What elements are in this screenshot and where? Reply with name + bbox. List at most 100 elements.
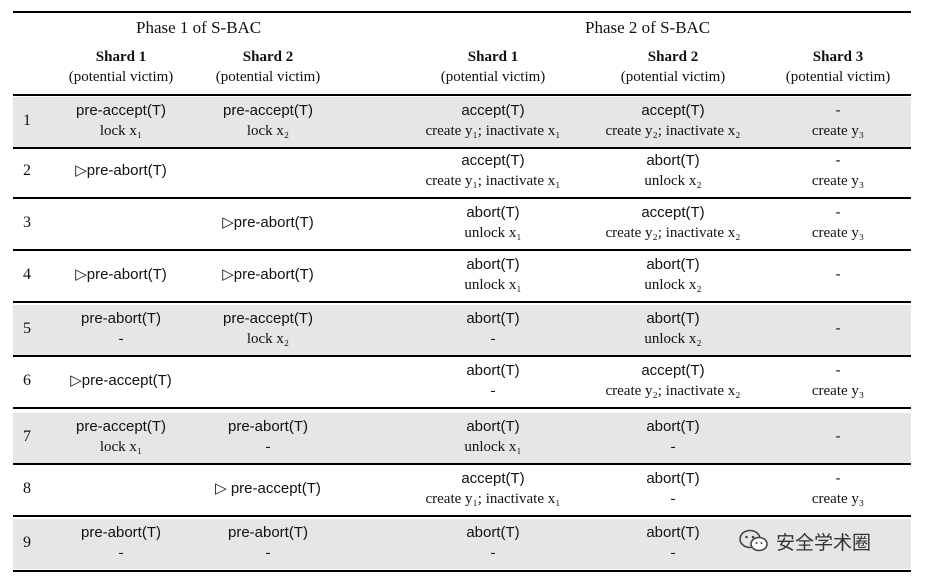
table-top-rule — [13, 11, 911, 13]
table-cell: pre-accept(T)lock x₁ — [51, 101, 191, 141]
cell-action: abort(T) — [466, 524, 520, 541]
cell-action: - — [835, 362, 841, 379]
table-row: 6 ▷pre-accept(T) abort(T) - accept(T)create … — [13, 357, 911, 407]
row-rule — [13, 570, 911, 572]
row-number: 6 — [23, 372, 31, 389]
column-header-5: Shard 3 (potential victim) — [773, 47, 903, 87]
cell-effect: unlock x₂ — [644, 173, 702, 189]
column-header-sub: (potential victim) — [68, 69, 174, 85]
cell-action: abort(T) — [466, 310, 520, 327]
table-cell: pre-abort(T)- — [51, 523, 191, 563]
table-cell: pre-accept(T) lock x₂ — [198, 101, 338, 141]
row-number: 5 — [23, 320, 31, 337]
table-cell: accept(T) create y₁; inactivate x₁ — [393, 469, 593, 509]
table-cell: - create y₃ — [773, 101, 903, 141]
cell-effect: - — [118, 331, 124, 347]
cell-effect: unlock x₂ — [644, 331, 702, 347]
wechat-icon — [739, 529, 768, 552]
table-row: 5 pre-abort(T)-pre-accept(T)lock x₂ abort(… — [13, 305, 911, 355]
column-header-name: Shard 1 — [467, 49, 519, 65]
cell-action: ▷pre-abort(T) — [75, 266, 167, 283]
row-number: 9 — [23, 534, 31, 551]
cell-effect: - — [490, 545, 496, 561]
table-cell: abort(T)- — [583, 417, 763, 457]
header-rule — [13, 94, 911, 96]
cell-action: abort(T) — [646, 152, 700, 169]
row-number: 1 — [23, 112, 31, 129]
table-cell: accept(T)create y₂; inactivate x₂ — [583, 361, 763, 401]
row-rule — [13, 407, 911, 409]
column-header-2: Shard 2(potential victim) — [198, 47, 338, 87]
table-cell: - — [773, 265, 903, 285]
cell-effect: create y₁; inactivate x₁ — [425, 491, 561, 507]
cell-action: accept(T) — [461, 152, 525, 169]
cell-action: abort(T) — [646, 524, 700, 541]
row-rule — [13, 249, 911, 251]
row-rule — [13, 147, 911, 149]
table-cell: -create y₃ — [773, 469, 903, 509]
table-cell: abort(T)unlock x₁ — [393, 203, 593, 243]
table-cell: pre-abort(T)- — [198, 523, 338, 563]
column-header-sub: (potential victim) — [785, 69, 891, 85]
row-rule — [13, 197, 911, 199]
row-number: 2 — [23, 162, 31, 179]
cell-effect: unlock x₂ — [644, 277, 702, 293]
cell-effect: create y₃ — [811, 123, 865, 139]
cell-effect: lock x₁ — [99, 123, 143, 139]
column-header-name: Shard 3 — [812, 49, 864, 65]
row-number: 8 — [23, 480, 31, 497]
row-number: 4 — [23, 266, 31, 283]
cell-action: - — [835, 204, 841, 221]
cell-action: pre-abort(T) — [227, 418, 309, 435]
table-cell: ▷pre-accept(T) — [51, 371, 191, 391]
table-cell: pre-accept(T)lock x₂ — [198, 309, 338, 349]
table-cell: abort(T)unlock x₁ — [393, 255, 593, 295]
cell-action: pre-accept(T) — [222, 102, 314, 119]
cell-action: abort(T) — [466, 256, 520, 273]
cell-effect: lock x₂ — [246, 123, 290, 139]
cell-effect: unlock x₁ — [464, 225, 522, 241]
table-cell: - — [773, 427, 903, 447]
cell-effect: create y₃ — [811, 383, 865, 399]
cell-action: abort(T) — [466, 362, 520, 379]
phase2-title: Phase 2 of S-BAC — [585, 18, 711, 37]
cell-action: abort(T) — [646, 418, 700, 435]
table-cell: accept(T) create y₁; inactivate x₁ — [393, 151, 593, 191]
cell-effect: - — [265, 439, 271, 455]
row-rule — [13, 515, 911, 517]
table-cell: - — [773, 319, 903, 339]
cell-action: accept(T) — [641, 204, 705, 221]
cell-action: - — [835, 102, 841, 119]
cell-effect: - — [265, 545, 271, 561]
phase1-title: Phase 1 of S-BAC — [136, 18, 262, 37]
cell-effect: create y₁; inactivate x₁ — [425, 123, 561, 139]
table-cell: ▷pre-abort(T) — [51, 265, 191, 285]
column-header-name: Shard 1 — [95, 49, 147, 65]
table-cell: abort(T) unlock x₂ — [583, 309, 763, 349]
cell-effect: create y₂; inactivate x₂ — [605, 225, 741, 241]
cell-effect: - — [670, 491, 676, 507]
cell-effect: create y₂; inactivate x₂ — [605, 383, 741, 399]
cell-action: - — [835, 266, 841, 283]
table-cell: abort(T)unlock x₂ — [583, 255, 763, 295]
cell-action: ▷pre-abort(T) — [75, 162, 167, 179]
cell-action: abort(T) — [646, 310, 700, 327]
column-header-name: Shard 2 — [647, 49, 699, 65]
cell-action: accept(T) — [461, 470, 525, 487]
table-row: 8 ▷ pre-accept(T) accept(T) create y₁; inac… — [13, 465, 911, 515]
cell-action: ▷ pre-accept(T) — [215, 480, 321, 497]
table-row: 4▷pre-abort(T)▷pre-abort(T)abort(T)unloc… — [13, 251, 911, 301]
watermark: 安全学术圈 — [738, 526, 871, 556]
table-cell: pre-abort(T)- — [51, 309, 191, 349]
cell-effect: create y₁; inactivate x₁ — [425, 173, 561, 189]
table-cell: abort(T) - — [393, 361, 593, 401]
cell-action: ▷pre-accept(T) — [70, 372, 172, 389]
cell-effect: - — [490, 383, 496, 399]
cell-action: - — [835, 428, 841, 445]
column-header-3: Shard 1(potential victim) — [393, 47, 593, 87]
cell-action: abort(T) — [466, 418, 520, 435]
column-header-1: Shard 1 (potential victim) — [51, 47, 191, 87]
